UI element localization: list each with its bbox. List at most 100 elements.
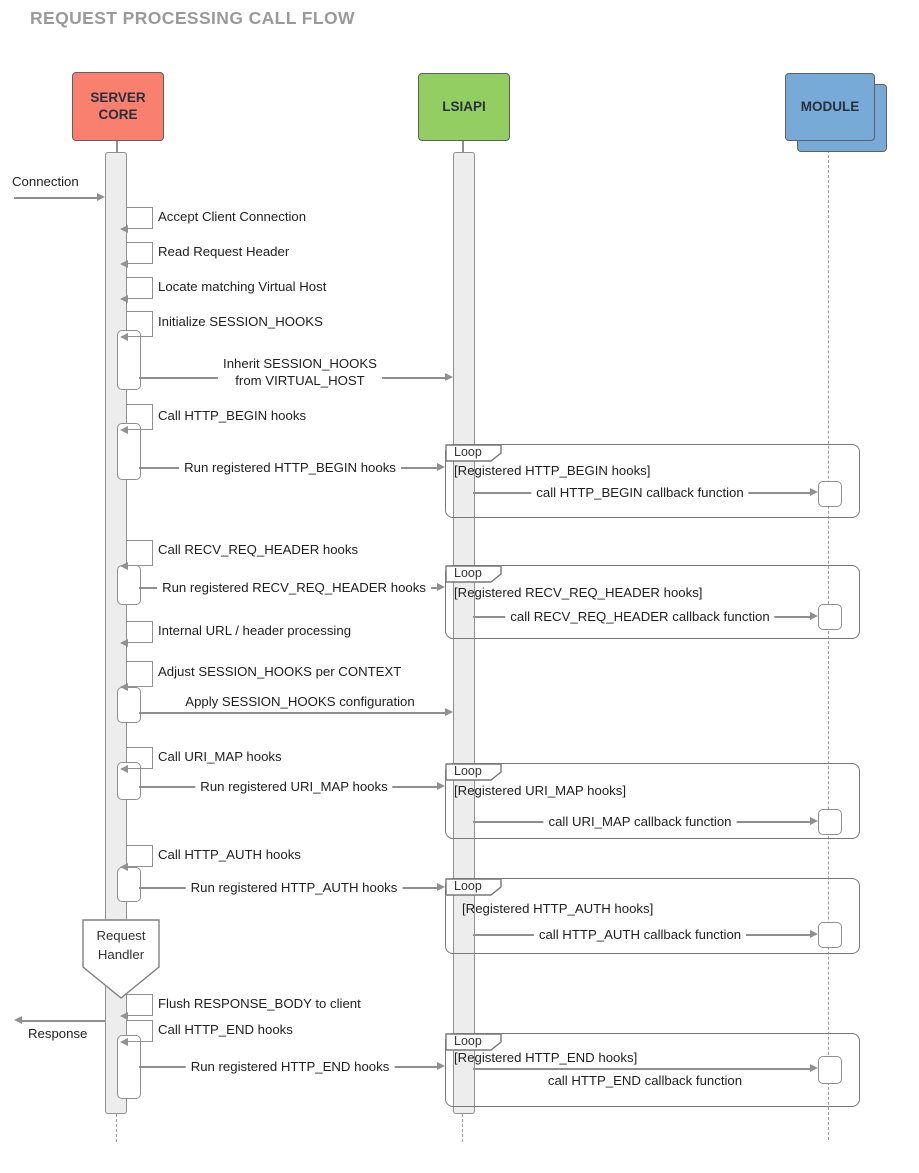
loop-fragment: Loop [Registered RECV_REQ_HEADER hooks] (445, 565, 860, 639)
loop-tab: Loop (445, 565, 503, 583)
arrow-right-icon (97, 193, 105, 201)
outgoing-message-label: Response (28, 1026, 88, 1041)
incoming-message-label: Connection (12, 174, 79, 189)
arrow-right-icon (810, 488, 818, 496)
message-label: Run registered HTTP_AUTH hooks (185, 880, 403, 895)
loop-guard: [Registered HTTP_END hooks] (454, 1050, 638, 1065)
actor-lsiapi-label: LSIAPI (442, 98, 486, 114)
self-call-icon (120, 661, 153, 691)
page-title: REQUEST PROCESSING CALL FLOW (30, 8, 355, 28)
callback-message-label: call HTTP_END callback function (547, 1073, 743, 1088)
nested-activation (117, 565, 141, 605)
arrow-right-icon (437, 1062, 445, 1070)
self-message-label: Call HTTP_BEGIN hooks (158, 408, 307, 423)
message-label: Apply SESSION_HOOKS configuration (185, 694, 415, 709)
module-activation (818, 809, 842, 835)
arrow-right-icon (437, 883, 445, 891)
self-message-label: Internal URL / header processing (158, 623, 352, 638)
loop-guard: [Registered HTTP_AUTH hooks] (462, 901, 654, 916)
loop-tab-label: Loop (454, 1034, 482, 1048)
self-message-label: Call URI_MAP hooks (158, 749, 282, 764)
message-line (473, 1068, 810, 1070)
loop-tab: Loop (445, 444, 503, 462)
loop-guard: [Registered HTTP_BEGIN hooks] (454, 463, 651, 478)
message-label: Run registered HTTP_BEGIN hooks (179, 460, 401, 475)
actor-server-core: SERVER CORE (72, 72, 164, 141)
arrow-right-icon (437, 583, 445, 591)
lifeline-tail-server-core (116, 1114, 117, 1142)
arrow-right-icon (810, 612, 818, 620)
message-label: Run registered HTTP_END hooks (185, 1059, 395, 1074)
arrow-right-icon (445, 373, 453, 381)
loop-guard: [Registered RECV_REQ_HEADER hooks] (454, 585, 703, 600)
self-message-label: Locate matching Virtual Host (158, 279, 327, 294)
message-line (14, 197, 98, 199)
self-message-label: Initialize SESSION_HOOKS (158, 314, 323, 329)
callback-message-label: call HTTP_BEGIN callback function (531, 485, 749, 500)
activation-bar-lsiapi (453, 152, 475, 1114)
self-call-icon (120, 540, 153, 570)
loop-guard: [Registered URI_MAP hooks] (454, 783, 627, 798)
module-activation (818, 1056, 842, 1084)
message-label: Run registered URI_MAP hooks (195, 779, 393, 794)
callback-message-label: call URI_MAP callback function (543, 814, 737, 829)
self-call-icon (120, 621, 153, 647)
lifeline-stub-server-core (116, 139, 118, 152)
callback-message-label: call HTTP_AUTH callback function (533, 927, 747, 942)
message-label: Inherit SESSION_HOOKS from VIRTUAL_HOST (218, 355, 382, 389)
loop-tab: Loop (445, 878, 503, 896)
loop-tab-shape (445, 565, 502, 583)
loop-tab: Loop (445, 763, 503, 781)
self-message-label: Flush RESPONSE_BODY to client (158, 996, 361, 1011)
self-message-label: Adjust SESSION_HOOKS per CONTEXT (158, 664, 402, 679)
self-call-icon (120, 404, 153, 434)
request-handler-line2: Handler (97, 947, 145, 963)
actor-module: MODULE (785, 73, 875, 141)
self-call-icon (120, 1020, 153, 1046)
message-label-line1: Inherit SESSION_HOOKS (223, 356, 377, 371)
self-message-label: Read Request Header (158, 244, 290, 259)
self-message-label: Call HTTP_AUTH hooks (158, 847, 301, 862)
self-message-label: Call HTTP_END hooks (158, 1022, 293, 1037)
arrow-right-icon (437, 782, 445, 790)
actor-server-core-label-line2: CORE (98, 106, 138, 122)
loop-fragment: Loop [Registered HTTP_AUTH hooks] (445, 878, 860, 954)
loop-tab-shape (445, 1033, 502, 1051)
self-call-icon (120, 311, 153, 341)
arrow-right-icon (810, 1064, 818, 1072)
loop-fragment: Loop [Registered HTTP_BEGIN hooks] (445, 444, 860, 518)
actor-server-core-label-line1: SERVER (90, 89, 146, 105)
nested-activation (117, 867, 141, 902)
arrow-right-icon (810, 817, 818, 825)
loop-tab-shape (445, 444, 502, 462)
loop-tab-shape (445, 763, 502, 781)
module-activation (818, 604, 842, 630)
arrow-right-icon (437, 463, 445, 471)
module-activation (818, 481, 842, 507)
loop-tab-label: Loop (454, 879, 482, 893)
self-call-icon (120, 994, 153, 1020)
request-handler-line1: Request (96, 928, 146, 943)
self-call-icon (120, 242, 153, 268)
callback-message-label: call RECV_REQ_HEADER callback function (505, 609, 775, 624)
self-call-icon (120, 207, 153, 233)
pentagon-icon (82, 919, 160, 999)
loop-fragment: Loop [Registered URI_MAP hooks] (445, 763, 860, 839)
request-handler-shape: Request Handler (82, 919, 160, 999)
message-label: Run registered RECV_REQ_HEADER hooks (157, 580, 431, 595)
message-line (139, 712, 445, 714)
self-call-icon (120, 747, 153, 773)
loop-tab-label: Loop (454, 566, 482, 580)
message-label-line2: from VIRTUAL_HOST (235, 373, 365, 388)
lifeline-stub-lsiapi (462, 139, 464, 152)
message-line (22, 1020, 105, 1022)
loop-fragment: Loop [Registered HTTP_END hooks] (445, 1033, 860, 1107)
loop-tab-label: Loop (454, 764, 482, 778)
arrow-right-icon (810, 930, 818, 938)
self-message-label: Call RECV_REQ_HEADER hooks (158, 542, 359, 557)
module-activation (818, 922, 842, 948)
actor-lsiapi: LSIAPI (418, 73, 510, 141)
self-call-icon (120, 845, 153, 871)
loop-tab-label: Loop (454, 445, 482, 459)
